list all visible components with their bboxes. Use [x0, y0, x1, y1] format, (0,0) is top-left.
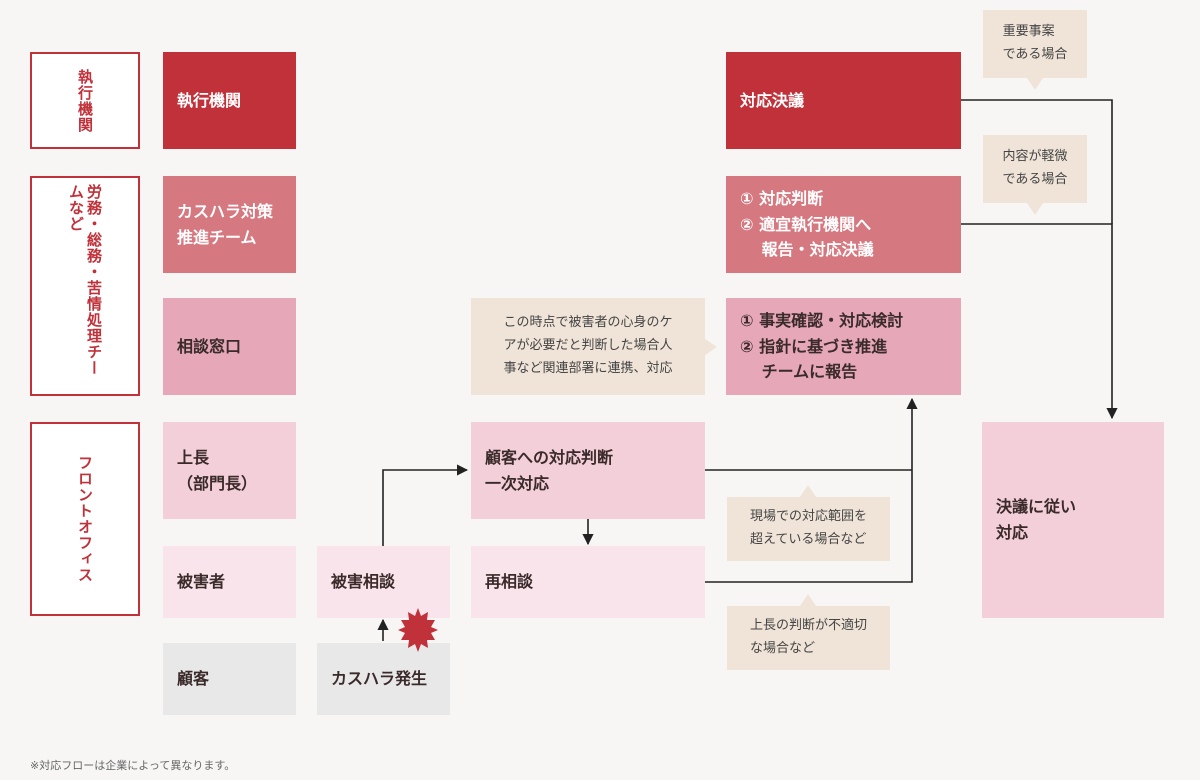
role-harassment-team: カスハラ対策 推進チーム	[163, 176, 296, 273]
line-exec-to-final	[961, 99, 1113, 224]
note-minor-case: 内容が軽微 である場合	[983, 135, 1087, 203]
pointer-care	[705, 339, 717, 355]
category-labor-general-affairs: 労務・総務・苦情処理チームなど	[30, 176, 140, 396]
flow-final-action: 決議に従い 対応	[982, 422, 1164, 618]
note-important-case: 重要事案 である場合	[983, 10, 1087, 78]
role-customer: 顧客	[163, 643, 296, 715]
pointer-important	[1027, 78, 1043, 90]
role-supervisor: 上長 （部門長）	[163, 422, 296, 519]
role-victim: 被害者	[163, 546, 296, 618]
pointer-inappropriate	[800, 594, 816, 606]
role-executive: 執行機関	[163, 52, 296, 149]
flow-exec-action: 対応決議	[726, 52, 961, 149]
note-beyond-scope: 現場での対応範囲を 超えている場合など	[727, 497, 890, 561]
note-care-coordination: この時点で被害者の心身のケ アが必要だと判断した場合人 事など関連部署に連携、対…	[471, 298, 705, 395]
flow-desk-action: ① 事実確認・対応検討 ② 指針に基づき推進 チームに報告	[726, 298, 961, 395]
burst-icon	[398, 608, 438, 652]
role-consultation-desk: 相談窓口	[163, 298, 296, 395]
arrow-consult-to-supervisor	[382, 464, 469, 546]
flow-harassment-occurs: カスハラ発生	[317, 643, 450, 715]
category-executive: 執行機関	[30, 52, 140, 149]
pointer-minor	[1027, 203, 1043, 215]
arrow-reconsult-to-desk	[705, 397, 918, 583]
note-inappropriate-judgement: 上長の判断が不適切 な場合など	[727, 606, 890, 670]
footnote: ※対応フローは企業によって異なります。	[30, 759, 236, 772]
arrow-team-to-final	[961, 223, 1118, 420]
flow-supervisor-judgement: 顧客への対応判断 一次対応	[471, 422, 705, 519]
flow-reconsult: 再相談	[471, 546, 705, 618]
pointer-beyond-scope	[800, 485, 816, 497]
flow-team-action: ① 対応判断 ② 適宜執行機関へ 報告・対応決議	[726, 176, 961, 273]
flow-victim-consult: 被害相談	[317, 546, 450, 618]
category-front-office: フロントオフィス	[30, 422, 140, 616]
